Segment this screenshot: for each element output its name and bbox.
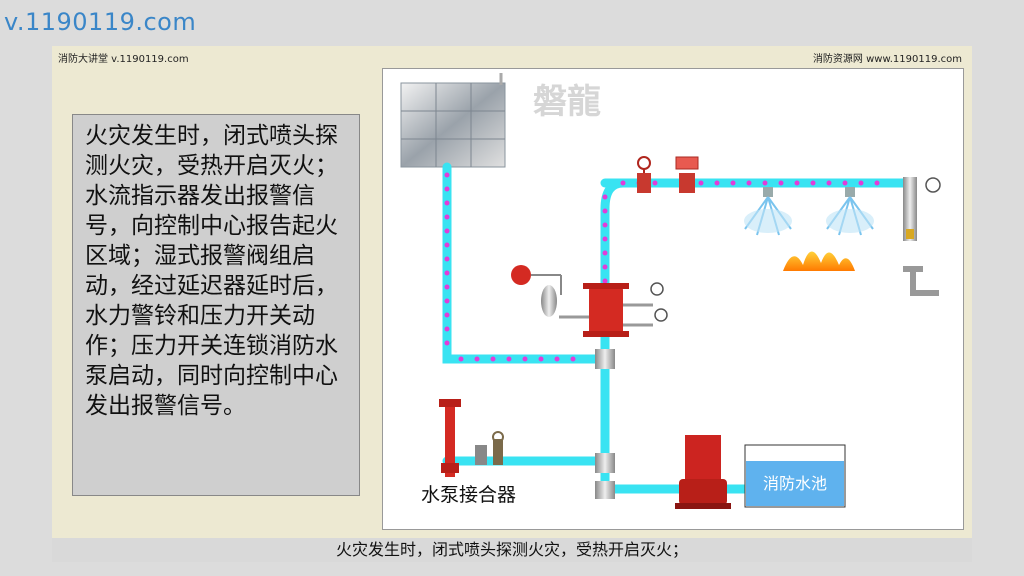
pipe-elbow-fitting xyxy=(595,481,615,499)
wet-alarm-check-valve xyxy=(559,283,653,337)
description-text: 火灾发生时，闭式喷头探测火灾，受热开启灭火；水流指示器发出报警信号，向控制中心报… xyxy=(72,114,360,496)
retard-chamber xyxy=(541,285,557,317)
fire-water-pool: 消防水池 xyxy=(744,444,846,508)
fire-icon xyxy=(783,251,855,271)
slide: 消防大讲堂 v.1190119.com 消防资源网 www.1190119.co… xyxy=(52,46,972,562)
pressure-gauge xyxy=(650,282,664,296)
sprinkler-head xyxy=(744,187,792,236)
brand-logo: 磐龍 xyxy=(533,82,601,122)
caption-bar: 火灾发生时，闭式喷头探测火灾，受热开启灭火； xyxy=(52,538,972,562)
header-left-text: 消防大讲堂 v.1190119.com xyxy=(58,54,189,65)
header-right-text: 消防资源网 www.1190119.com xyxy=(812,54,962,65)
diagram-svg: 磐龍 xyxy=(400,73,941,509)
pump-adapter-label: 水泵接合器 xyxy=(421,484,516,506)
sprinkler-head xyxy=(826,187,874,236)
sprinkler-system-diagram: 磐龍 xyxy=(382,68,964,530)
pump-adapter xyxy=(439,399,504,477)
site-watermark: v.1190119.com xyxy=(4,8,197,36)
water-motor-alarm-bell xyxy=(511,265,562,295)
pool-label: 消防水池 xyxy=(763,474,827,493)
fire-pump xyxy=(675,435,731,509)
signal-valve xyxy=(637,156,651,193)
pipe-tee-fitting xyxy=(595,349,615,369)
water-flow-indicator xyxy=(675,156,699,193)
pipe-elbow xyxy=(600,178,624,210)
water-tank xyxy=(400,73,506,168)
pipe-tee-fitting xyxy=(595,453,615,473)
pressure-gauge xyxy=(654,308,668,322)
end-test-device xyxy=(903,177,941,296)
